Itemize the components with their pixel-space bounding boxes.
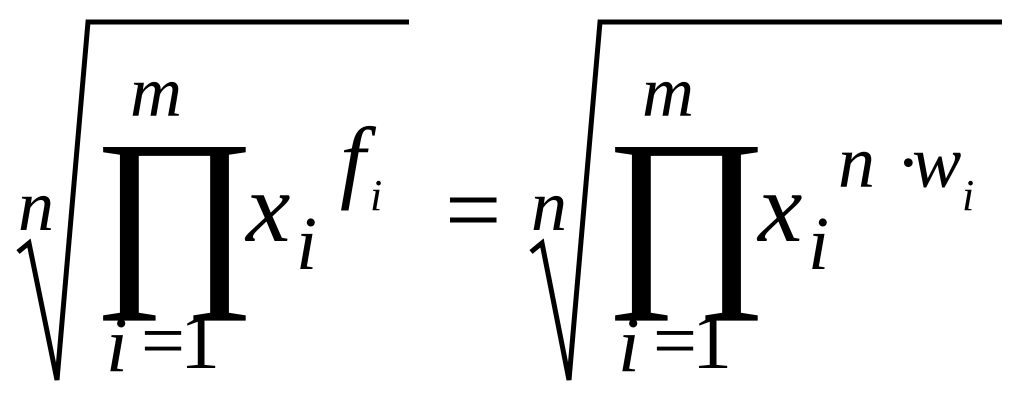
right-product-operator: ∏ <box>604 101 769 322</box>
right-lower-index: i <box>618 301 640 388</box>
main-equals-sign: = <box>445 154 502 265</box>
left-lower-value: 1 <box>180 298 220 386</box>
right-lower-equals: = <box>653 297 697 384</box>
right-exponent-n: n <box>838 122 875 204</box>
left-exponent: f <box>340 109 366 211</box>
right-root-index: n <box>531 166 567 246</box>
right-exponent-dot: · <box>896 122 921 204</box>
right-exponent-w: w <box>912 122 962 204</box>
left-lower-equals: = <box>141 297 185 384</box>
right-base-subscript: i <box>808 202 830 286</box>
left-radical-sign <box>16 19 409 381</box>
left-root-index: n <box>18 166 54 246</box>
left-base-subscript: i <box>296 202 318 286</box>
right-exponent-w-subscript: i <box>962 171 975 220</box>
right-lower-value: 1 <box>692 298 732 386</box>
left-product-operator: ∏ <box>92 101 257 322</box>
right-base: x <box>758 152 803 263</box>
left-lower-index: i <box>106 301 128 388</box>
right-upper-limit: m <box>642 52 694 132</box>
left-upper-limit: m <box>130 52 182 132</box>
left-base: x <box>246 152 291 263</box>
left-exponent-subscript: i <box>370 171 383 220</box>
